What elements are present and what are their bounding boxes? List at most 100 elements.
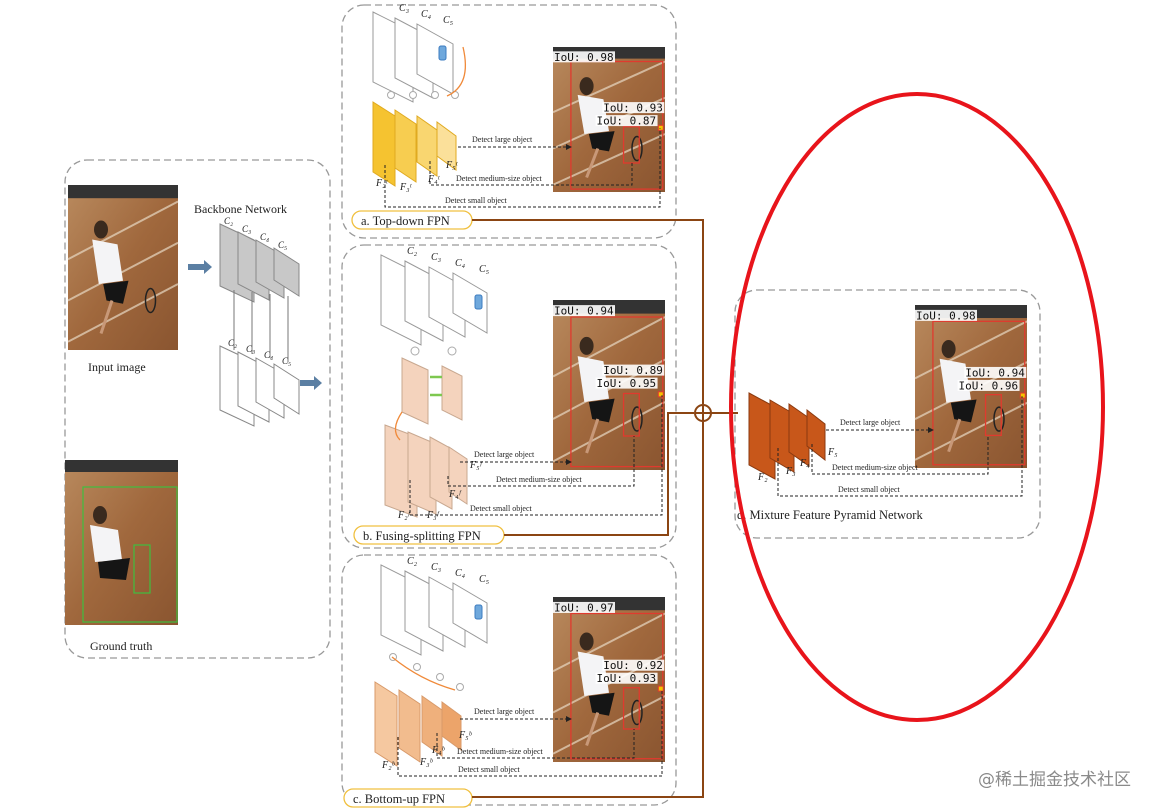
- bbox-ball: [1019, 392, 1026, 399]
- iou-label: IoU: 0.93: [603, 102, 663, 115]
- panel-fusing-splitting-fpn: [341, 244, 677, 549]
- f-map-label: F₄ᵗ: [427, 174, 441, 185]
- detect-medium-label: Detect medium-size object: [456, 174, 543, 183]
- iou-label: IoU: 0.87: [597, 115, 657, 128]
- court-line: [914, 320, 1028, 380]
- c-feature-map: [452, 272, 488, 334]
- detect-small-label: Detect small object: [458, 765, 521, 774]
- f-top-down-map: [372, 101, 396, 187]
- detect-medium-arrow: [811, 435, 989, 475]
- c-map-label: C₄: [455, 258, 466, 269]
- panel-top-down-fpn: [341, 4, 677, 239]
- backbone-white-map: [273, 363, 300, 415]
- f-map-label: F₅ᵇ: [458, 730, 473, 741]
- court-line: [552, 695, 666, 755]
- f-fusing-map: [429, 436, 453, 510]
- racket: [631, 135, 643, 162]
- c-map-label: C₂: [407, 246, 418, 257]
- merge-node: [436, 673, 444, 681]
- bbox-racket: [984, 393, 1002, 437]
- bbox-racket: [622, 392, 640, 437]
- f-map-label: F₅ᶠ: [469, 460, 484, 471]
- iou-label-bg: [595, 377, 658, 389]
- detect-small-label: Detect small object: [838, 485, 901, 494]
- iou-label: IoU: 0.95: [597, 377, 657, 390]
- bbox-ball: [657, 391, 664, 398]
- c-map-label: C₅: [443, 15, 454, 26]
- f-map-label: F₄ᶠ: [448, 489, 463, 500]
- caption-fusing-splitting-fpn: b. Fusing-splitting FPN: [363, 529, 481, 543]
- f-map-label: F₂ᵗ: [375, 178, 389, 189]
- f-map-label: F₃ᵇ: [419, 757, 434, 768]
- iou-label: IoU: 0.89: [603, 364, 663, 377]
- player-shorts: [588, 131, 615, 152]
- f-map-label: F₃ᶠ: [426, 510, 441, 521]
- detect-medium-label: Detect medium-size object: [496, 475, 583, 484]
- detect-small-arrow: [777, 396, 1023, 497]
- player-leg: [585, 418, 600, 454]
- iou-label: IoU: 0.97: [554, 601, 614, 614]
- backbone-map-label: C₃: [242, 224, 251, 234]
- iou-label: IoU: 0.98: [554, 51, 614, 64]
- player-shirt: [92, 239, 123, 284]
- iou-label: IoU: 0.93: [597, 672, 657, 685]
- split-path: [394, 411, 403, 441]
- iou-label-bg: [964, 366, 1027, 378]
- court-wall: [68, 185, 178, 199]
- f-map-label: F₂: [757, 472, 768, 483]
- player-head: [579, 632, 594, 651]
- player-leg: [99, 300, 114, 334]
- backbone-out-arrow: [300, 376, 322, 390]
- f-map-label: F₃: [785, 466, 796, 477]
- c-map-label: C₅: [479, 264, 490, 275]
- c-map-label: C₄: [455, 568, 466, 579]
- input-arrow: [188, 260, 212, 274]
- detect-large-label: Detect large object: [474, 707, 535, 716]
- f-mixture-map: [748, 392, 776, 480]
- detect-medium-label: Detect medium-size object: [832, 463, 919, 472]
- detect-small-arrow: [384, 128, 661, 208]
- ground-truth-label: Ground truth: [90, 639, 152, 653]
- f-fusing-map: [448, 446, 468, 505]
- player-shorts: [588, 398, 615, 423]
- iou-label-bg: [553, 305, 615, 317]
- f-map-label: F₅ᵗ: [445, 160, 459, 171]
- f-mixture-map: [788, 403, 810, 467]
- merge-node: [387, 91, 395, 99]
- detect-medium-label: Detect medium-size object: [457, 747, 544, 756]
- detect-large-label: Detect large object: [472, 135, 533, 144]
- player-head: [579, 336, 594, 355]
- panel-mixture-fpn: [734, 289, 1041, 539]
- court-line: [552, 401, 666, 463]
- f-map-label: F₂ᶠ: [397, 510, 412, 521]
- player-head: [94, 220, 108, 239]
- detect-medium-arrow: [429, 161, 633, 186]
- backbone-label: Backbone Network: [194, 202, 287, 216]
- caption-bottom-up-fpn: c. Bottom-up FPN: [353, 792, 445, 806]
- iou-label: IoU: 0.92: [603, 659, 663, 672]
- c5-conv-block: [474, 604, 483, 620]
- f-fusing-map: [407, 431, 437, 515]
- player-shirt: [939, 358, 971, 403]
- watermark: @稀土掘金技术社区: [978, 770, 1131, 790]
- bbox-ball: [657, 124, 664, 131]
- c5-conv-block: [438, 45, 447, 61]
- court-line: [67, 200, 179, 261]
- c-map-label: C₂: [407, 556, 418, 567]
- fused-map: [401, 357, 429, 425]
- caption-mixture-fpn: d. Mixture Feature Pyramid Network: [737, 508, 923, 522]
- c-map-label: C₄: [421, 9, 432, 20]
- panel-bottom-up-fpn: [341, 554, 677, 806]
- merge-node: [431, 91, 439, 99]
- detect-small-arrow: [409, 395, 663, 516]
- left-panel: [64, 159, 331, 659]
- backbone-map-label: C₂: [224, 216, 233, 226]
- player-shirt: [577, 651, 609, 696]
- detect-medium-arrow: [447, 436, 635, 487]
- connector-b: [504, 412, 694, 536]
- detect-large-label: Detect large object: [474, 450, 535, 459]
- court-wall: [65, 460, 178, 472]
- bbox-racket: [622, 687, 640, 730]
